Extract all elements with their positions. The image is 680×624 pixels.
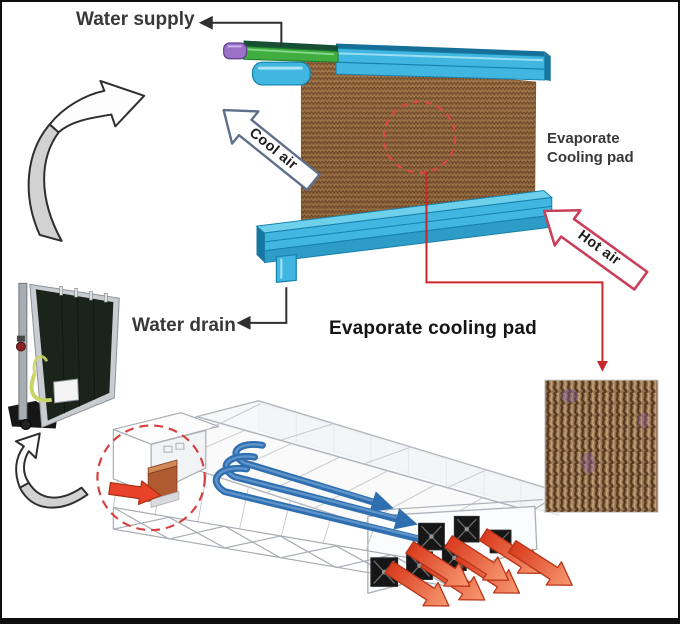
exhaust-fan	[418, 522, 445, 551]
diagram-caption: Evaporate cooling pad	[329, 318, 537, 339]
exhaust-fan	[453, 515, 480, 543]
inlet-air-arrow	[108, 480, 162, 506]
exhaust-air-arrows	[384, 528, 573, 607]
water-drain-label: Water drain	[132, 315, 236, 336]
pad-detail-highlight-circle	[382, 100, 457, 174]
poultry-house-drawing	[96, 400, 573, 607]
water-supply-label: Water supply	[76, 9, 195, 30]
hot-air-arrow	[542, 208, 649, 291]
water-supply-pipe	[223, 40, 339, 63]
evaporate-side-line2: Cooling pad	[547, 149, 634, 166]
inlet-housing	[112, 403, 261, 508]
evaporate-side-label: Evaporate Cooling pad	[547, 129, 634, 167]
bottom-gutter-rail	[255, 190, 553, 284]
drain-spout	[275, 254, 297, 284]
pad-texture-swatch	[544, 379, 659, 513]
photo-hose	[29, 372, 52, 403]
cycle-arrow-top	[27, 79, 146, 242]
evaporate-side-line1: Evaporate	[547, 130, 620, 147]
water-supply-pointer	[198, 15, 283, 46]
cooling-pad-photo	[7, 282, 120, 430]
top-water-rail	[335, 43, 551, 81]
airflow-arrows	[212, 441, 440, 550]
water-drain-pointer	[236, 287, 288, 330]
pipe-end-cap	[223, 42, 248, 60]
cooling-pad-assembly	[222, 40, 649, 372]
detail-connector-line	[425, 170, 608, 372]
photo-pump-box	[53, 378, 80, 404]
cycle-arrow-bottom	[14, 432, 89, 509]
distribution-pipe	[251, 61, 311, 86]
inlet-highlight-ellipse	[96, 424, 206, 532]
cool-air-arrow	[222, 108, 321, 192]
photo-clips	[59, 286, 108, 303]
